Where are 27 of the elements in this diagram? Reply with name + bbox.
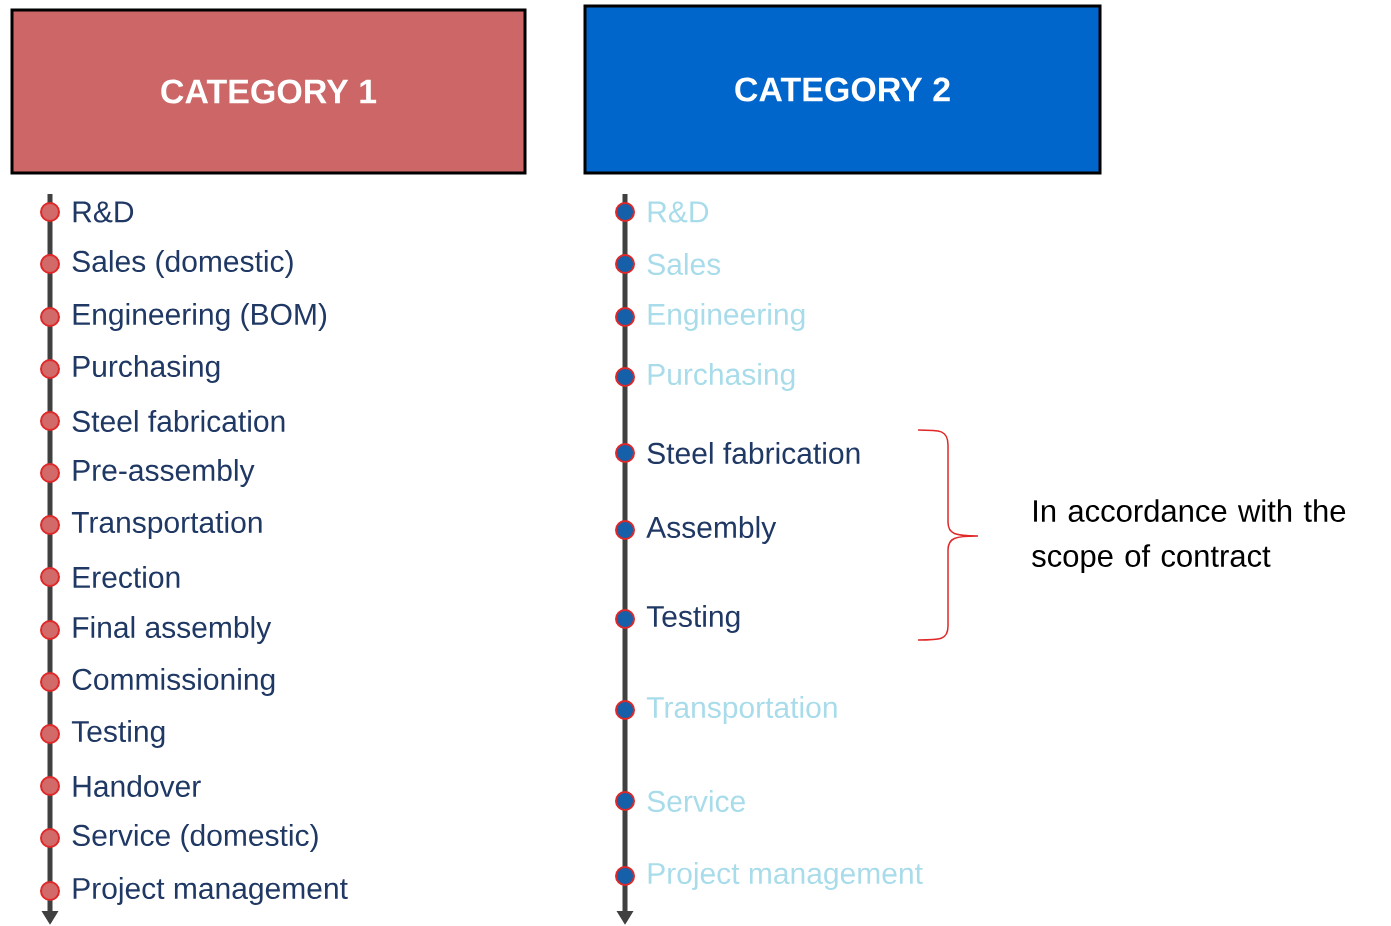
timeline-item: Testing — [40, 720, 165, 748]
timeline-item: Sales (domestic) — [40, 250, 293, 278]
timeline-item: Testing — [615, 605, 740, 633]
timeline-item: Steel fabrication — [615, 442, 860, 465]
timeline-item: Service — [615, 790, 745, 813]
timeline-item: Assembly — [615, 516, 777, 544]
note-text: In accordance with the scope of contract — [1032, 499, 1346, 574]
timeline-item: Project management — [615, 862, 923, 890]
timeline-item: Transportation — [40, 511, 262, 539]
timeline-item: Purchasing — [615, 363, 795, 391]
timeline-item: Steel fabrication — [40, 410, 285, 433]
timeline-item: Sales — [615, 253, 721, 275]
timeline-item: Purchasing — [40, 355, 220, 383]
timeline-item: Commissioning — [40, 668, 275, 696]
timeline-item: Project management — [40, 877, 348, 905]
timeline-item: Erection — [40, 566, 180, 589]
category-box: CATEGORY 1 — [10, 8, 527, 175]
timeline-item: R&D — [40, 201, 134, 223]
timeline-item: Service (domestic) — [40, 824, 318, 852]
timeline-item: Final assembly — [40, 616, 272, 644]
timeline-item: Transportation — [615, 696, 837, 724]
timeline-item: Engineering (BOM) — [40, 303, 327, 331]
timeline-item: Engineering — [615, 303, 805, 331]
timeline-item: Pre-assembly — [40, 459, 255, 487]
category-box: CATEGORY 2 — [583, 4, 1102, 175]
timeline-item: Handover — [40, 775, 201, 798]
timeline-item: R&D — [615, 201, 709, 223]
